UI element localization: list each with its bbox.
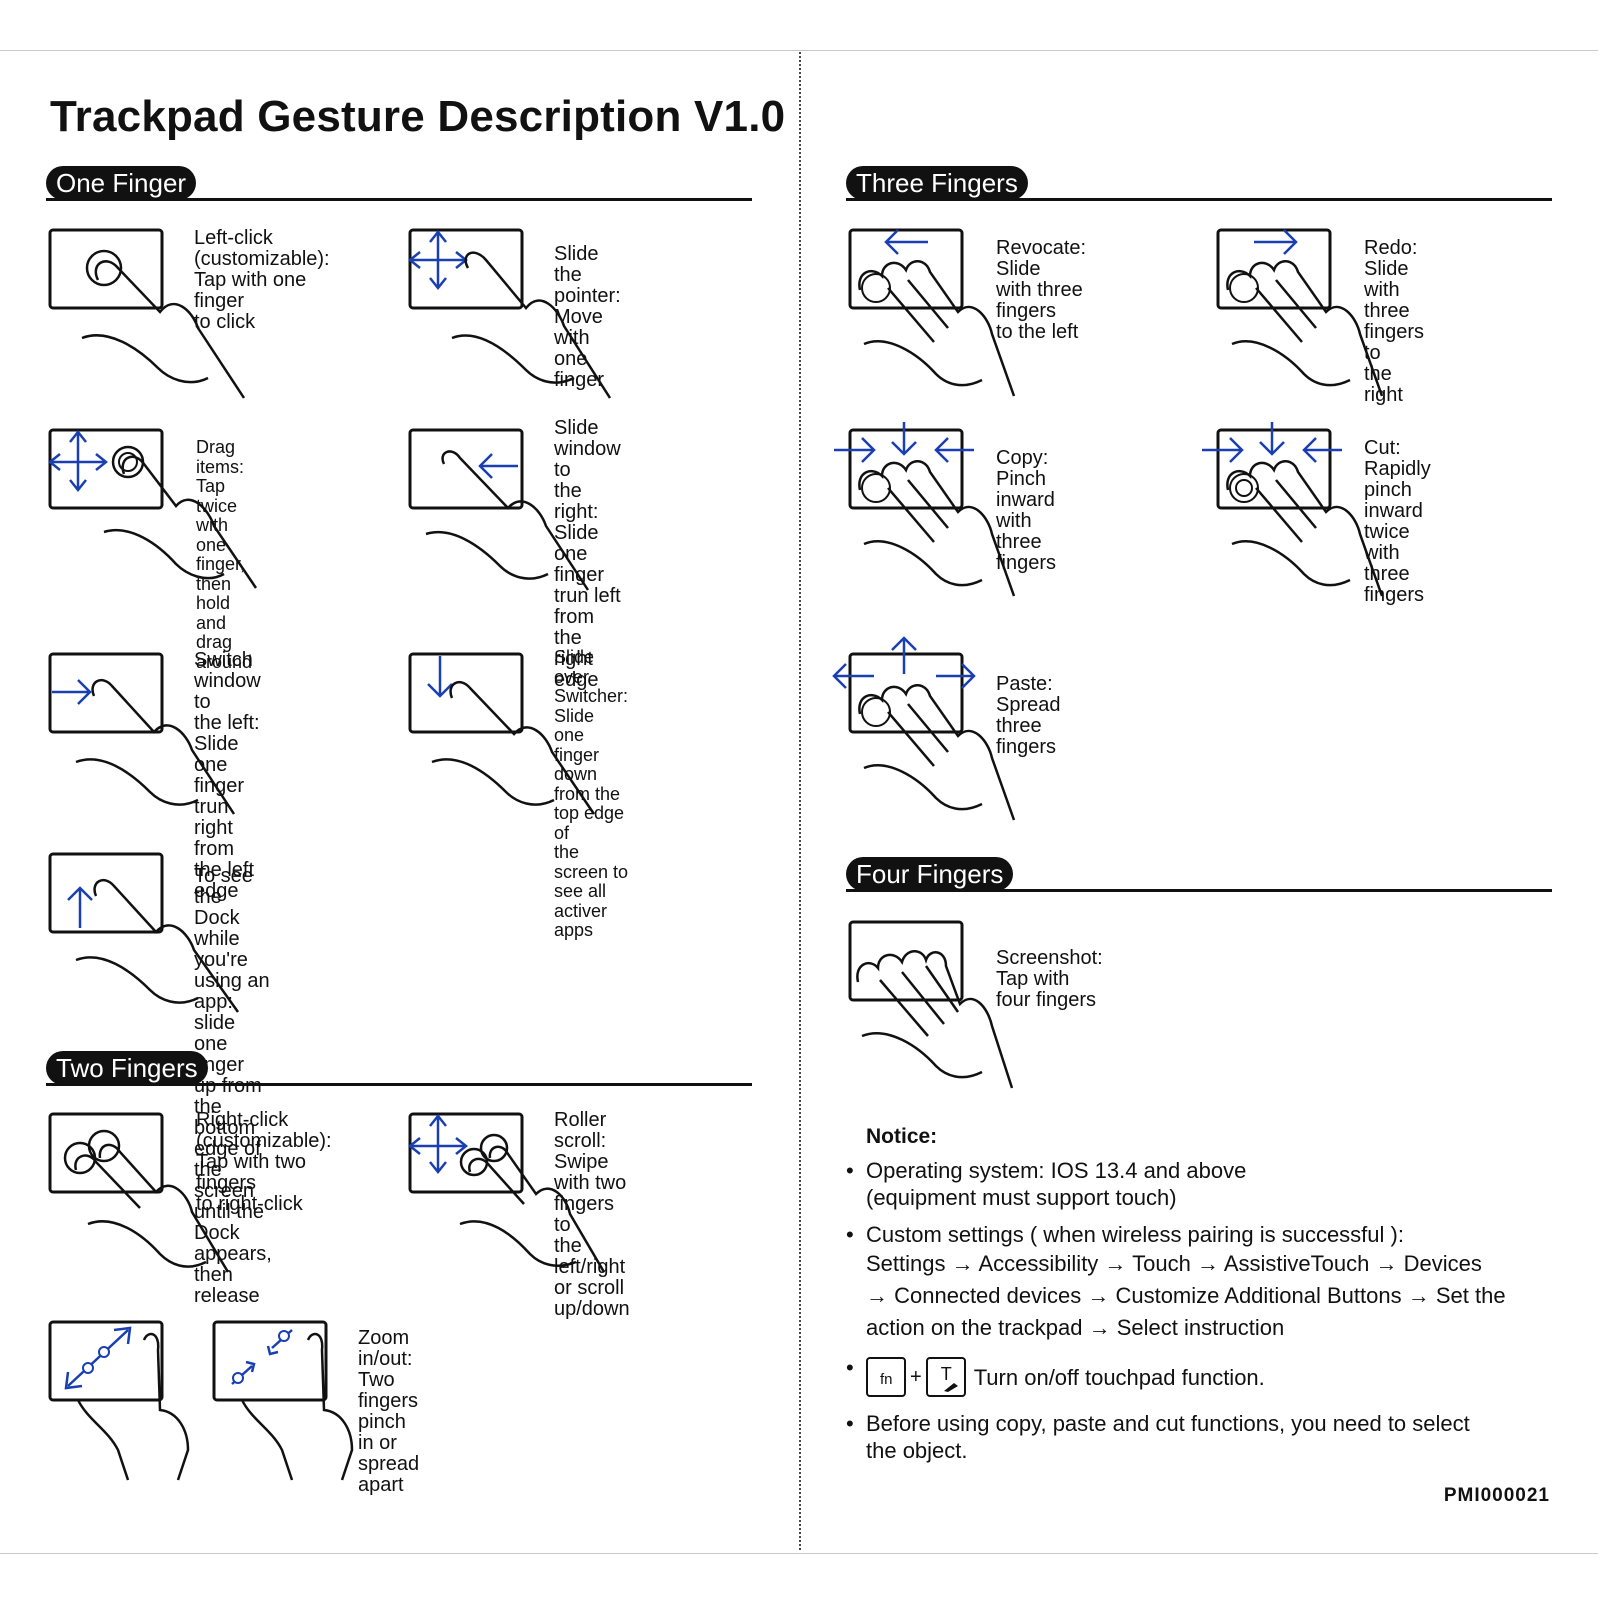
page-title: Trackpad Gesture Description V1.0 [50,92,786,141]
gesture-label: Copy: Pinch inward with three fingers [996,447,1057,574]
gesture-label: Slide the pointer: Move with one finger [554,243,621,391]
gesture-label: Revocate: Slide with three fingers to th… [996,237,1087,343]
section-label: Two Fingers [46,1051,208,1085]
gesture-label: Slide over Switcher: Slide one finger do… [554,647,629,940]
gesture-label: Slide window to the right: Slide one fin… [554,417,621,691]
one-finger-drag-icon [47,428,258,589]
notice-list: Operating system: IOS 13.4 and above (eq… [846,1157,1556,1464]
key-label: T [940,1364,952,1384]
gesture-label: Left-click (customizable): Tap with one … [194,227,330,333]
gesture-label: Paste: Spread three fingers [996,673,1061,758]
three-finger-double-pinch-icon [1202,422,1384,597]
gesture-label: To see the Dock while you're using an ap… [194,865,272,1307]
product-code: PMI000021 [1443,1485,1550,1506]
one-finger-swipe-right-icon [48,652,236,815]
one-finger-swipe-left-icon [408,428,590,591]
two-finger-zoom-icon [48,1320,354,1481]
notice-item-os: Operating system: IOS 13.4 and above (eq… [846,1157,1556,1211]
touchpad-key-icon: T [925,1357,966,1397]
plus-sign: + [910,1365,922,1388]
notice-item-copy-note: Before using copy, paste and cut functio… [846,1410,1556,1464]
section-one-finger: One Finger [46,166,752,202]
one-finger-tap-icon [48,228,246,399]
section-four-fingers: Four Fingers [846,857,1552,893]
gesture-label: Cut: Rapidly pinch inward twice with thr… [1364,437,1431,606]
notice-text: Custom settings ( when wireless pairing … [866,1222,1404,1247]
section-label: Three Fingers [846,166,1028,200]
four-finger-tap-icon [848,920,1014,1089]
notice-text: Operating system: IOS 13.4 and above [866,1158,1247,1183]
gesture-label: Roller scroll: Swipe with two fingers to… [554,1109,630,1320]
gesture-label: Switch window to the left: Slide one fin… [194,649,261,902]
fold-divider [799,52,801,1550]
gesture-label: Right-click (customizable): Tap with two… [196,1109,332,1215]
key-label: fn [880,1371,893,1388]
gesture-label: Screenshot: Tap with four fingers [996,947,1103,1011]
two-finger-tap-icon [48,1112,230,1273]
notice-item-custom-settings: Custom settings ( when wireless pairing … [846,1221,1556,1344]
two-finger-scroll-icon [407,1112,606,1273]
three-finger-pinch-icon [834,422,1016,597]
notice-text: action on the trackpad → Select instruct… [866,1315,1285,1340]
section-label: One Finger [46,166,197,200]
notice-item-shortcut: fn + T Turn on/off touchpad function. [846,1354,1556,1400]
section-rule [46,198,752,201]
notice-text: → Connected devices → Customize Addition… [866,1283,1506,1308]
notice-text: (equipment must support touch) [866,1185,1177,1210]
notice-text: Before using copy, paste and cut functio… [866,1411,1470,1463]
three-finger-swipe-right-icon [1216,228,1384,397]
one-finger-swipe-down-icon [408,652,596,815]
gesture-label: Zoom in/out: Two fingers pinch in or spr… [358,1327,420,1496]
fn-key-icon: fn [866,1357,906,1397]
one-finger-move-icon [407,228,612,399]
section-rule [46,1083,752,1086]
notice-text: Turn on/off touchpad function. [973,1364,1265,1390]
three-finger-spread-icon [832,636,1016,821]
one-finger-swipe-up-icon [48,852,240,1013]
section-label: Four Fingers [846,857,1014,891]
gesture-label: Drag items: Tap twice with one finger, t… [196,437,253,672]
shortcut-row: fn + T Turn on/off touchpad function. [866,1354,1556,1400]
section-two-fingers: Two Fingers [46,1051,752,1087]
touchpad-pen-icon [943,1383,958,1392]
notice-title: Notice: [866,1125,938,1148]
section-rule [846,198,1552,201]
manual-sheet [0,50,1598,1554]
three-finger-swipe-left-icon [848,228,1016,397]
gesture-label: Redo: Slide with three fingers to the ri… [1364,237,1425,406]
notice-text: Settings → Accessibility → Touch → Assis… [866,1251,1482,1276]
section-rule [846,889,1552,892]
notice-block: Notice: Operating system: IOS 13.4 and a… [846,1125,1556,1474]
section-three-fingers: Three Fingers [846,166,1552,202]
